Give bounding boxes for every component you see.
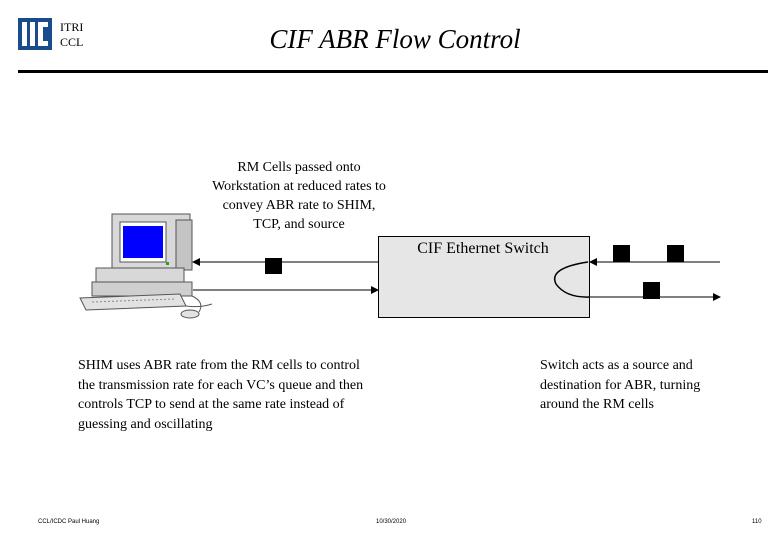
rm-note-line: convey ABR rate to SHIM,: [222, 198, 376, 213]
rm-note-line: Workstation at reduced rates to: [212, 179, 386, 194]
switch-note: Switch acts as a source and destination …: [540, 358, 701, 412]
rm-cell-marker: [667, 245, 684, 262]
rm-cells-note: RM Cells passed onto Workstation at redu…: [196, 158, 402, 234]
footer-page-number: 110: [752, 519, 762, 525]
header-rule: [18, 70, 768, 73]
rm-cell-marker: [613, 245, 630, 262]
footer-date: 10/30/2020: [376, 519, 407, 525]
itri-logo-icon: [18, 18, 52, 50]
org-line-ccl: CCL: [60, 35, 84, 49]
workstation-computer-icon: [79, 213, 213, 319]
org-label: ITRI CCL: [60, 20, 83, 50]
rm-note-line: TCP, and source: [253, 217, 345, 232]
rm-cell-marker: [265, 258, 282, 274]
shim-note: SHIM uses ABR rate from the RM cells to …: [78, 358, 364, 432]
switch-label: CIF Ethernet Switch: [417, 240, 549, 257]
slide-title: CIF ABR Flow Control: [269, 24, 521, 54]
rm-turnaround-curve: [554, 261, 591, 298]
org-line-itri: ITRI: [60, 20, 84, 34]
rm-note-line: RM Cells passed onto: [237, 160, 361, 175]
footer-author: CCL/ICDC Paul Huang: [38, 519, 100, 525]
rm-cell-marker: [643, 282, 660, 299]
